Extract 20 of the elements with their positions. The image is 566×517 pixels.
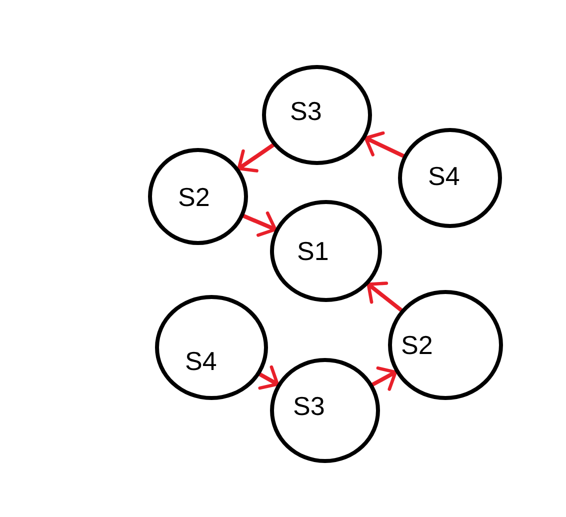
state-circle bbox=[388, 290, 503, 400]
state-label: S4 bbox=[428, 161, 460, 192]
arrow bbox=[242, 211, 278, 237]
state-label: S1 bbox=[297, 236, 329, 267]
state-label: S3 bbox=[290, 96, 322, 127]
state-label: S3 bbox=[293, 391, 325, 422]
arrow bbox=[364, 131, 406, 158]
arrow bbox=[366, 282, 404, 312]
state-circle bbox=[148, 148, 248, 245]
state-circle bbox=[155, 295, 268, 400]
state-circle bbox=[262, 65, 372, 165]
state-circle bbox=[270, 358, 380, 463]
arrow bbox=[370, 366, 398, 391]
state-circle bbox=[270, 200, 382, 302]
state-label: S2 bbox=[178, 182, 210, 213]
arrow bbox=[236, 143, 276, 172]
state-label: S2 bbox=[401, 330, 433, 361]
arrow bbox=[258, 365, 280, 390]
state-label: S4 bbox=[185, 346, 217, 377]
state-circle bbox=[398, 128, 502, 228]
